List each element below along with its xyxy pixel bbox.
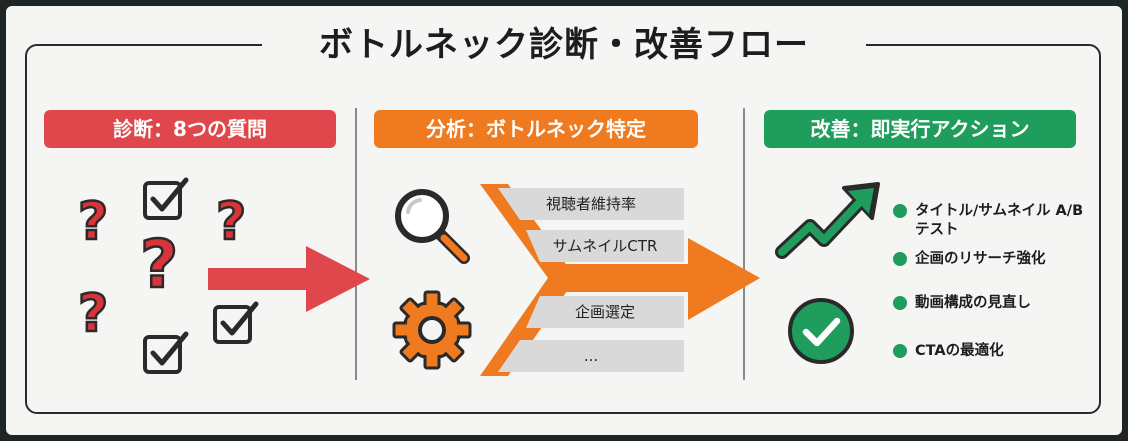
diagnosis-header: 診断：8つの質問 [44, 110, 336, 148]
question-mark-icon: ? [77, 284, 110, 344]
bullet-icon [893, 344, 907, 358]
analysis-item: ... [498, 340, 684, 372]
analysis-item: 視聴者維持率 [498, 188, 684, 220]
magnifier-icon [395, 189, 470, 264]
diagram-title: ボトルネック診断・改善フロー [262, 20, 866, 70]
action-label: 企画のリサーチ強化 [915, 251, 1046, 267]
checkbox-checked-icon [143, 177, 189, 220]
trend-up-arrow-icon [775, 182, 880, 259]
analysis-item: サムネイルCTR [526, 230, 684, 262]
question-mark-icon: ? [77, 192, 110, 252]
fishbone-arrow-icon [480, 184, 760, 376]
action-label: 動画構成の見直し [915, 295, 1031, 311]
checkbox-checked-icon [143, 331, 189, 374]
bullet-icon [893, 204, 907, 218]
analysis-header: 分析：ボトルネック特定 [374, 110, 698, 148]
check-circle-icon [788, 298, 854, 364]
column-divider-left [355, 108, 357, 380]
action-label: タイトル/サムネイル A/Bテスト [915, 203, 1084, 238]
improvement-header: 改善：即実行アクション [764, 110, 1076, 148]
column-divider-right [743, 108, 745, 380]
question-mark-icon: ? [215, 192, 248, 252]
checkbox-checked-icon [213, 301, 259, 344]
question-mark-icon: ? [139, 226, 180, 303]
bullet-icon [893, 296, 907, 310]
gear-icon [392, 290, 472, 370]
analysis-item: 企画選定 [526, 296, 684, 328]
action-label: CTAの最適化 [915, 343, 1004, 359]
bullet-icon [893, 252, 907, 266]
right-arrow-icon [208, 246, 370, 312]
